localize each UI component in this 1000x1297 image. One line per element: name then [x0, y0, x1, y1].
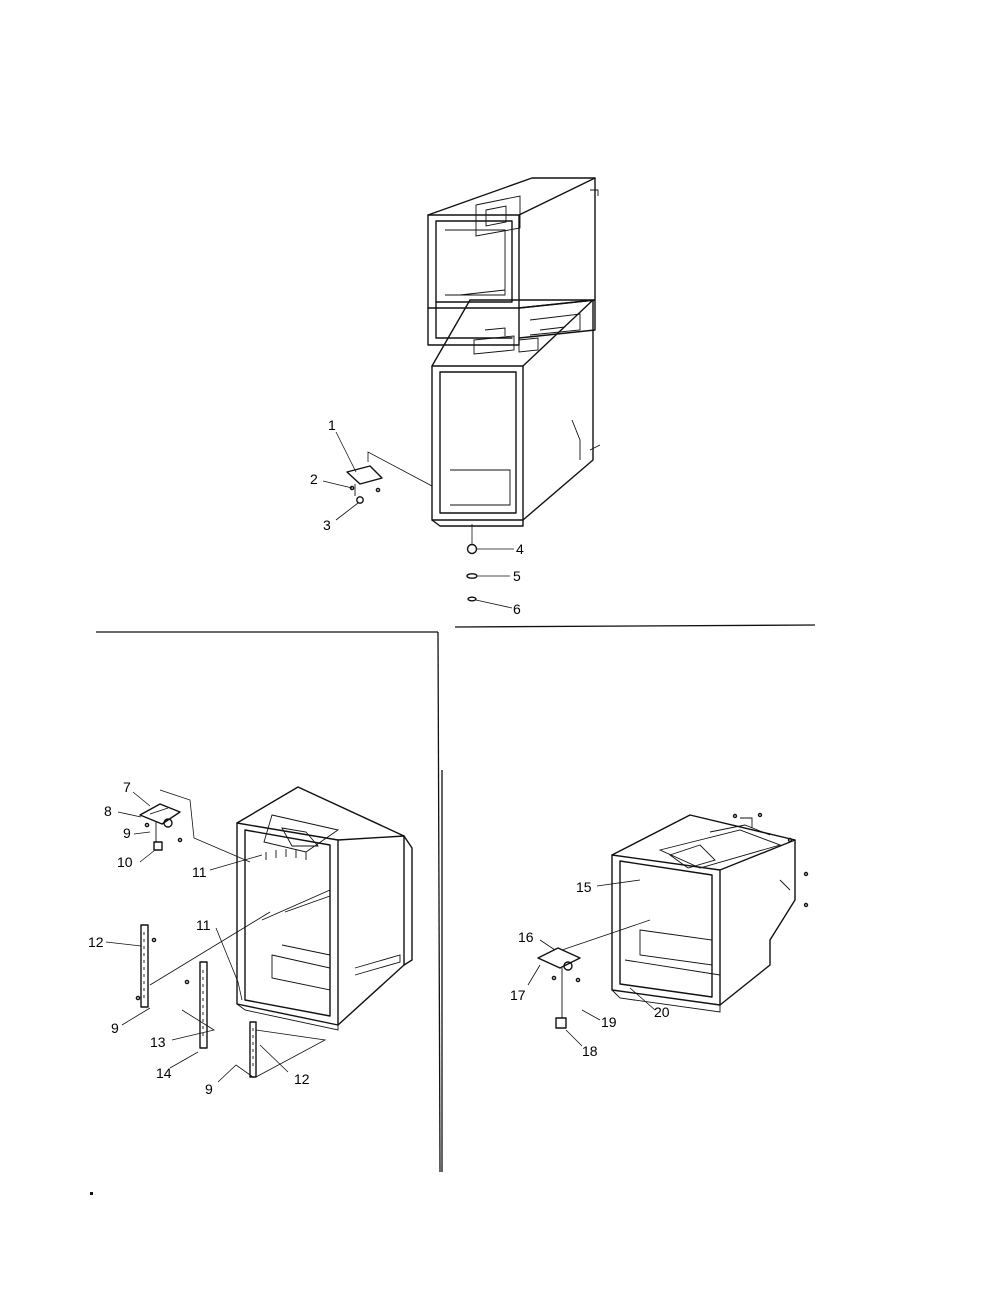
- callout-12a: 12: [88, 934, 104, 950]
- callout-16: 16: [518, 929, 534, 945]
- leader-11b: [215, 927, 243, 1001]
- leader-bracket7-to-liner: [159, 789, 251, 863]
- callout-18: 18: [582, 1043, 598, 1059]
- callout-20: 20: [654, 1004, 670, 1020]
- leader-9b: [121, 1007, 151, 1026]
- shelf-rail-left: [135, 924, 157, 1008]
- leader-18: [565, 1029, 583, 1047]
- leader-8: [117, 811, 142, 818]
- callout-5: 5: [513, 568, 521, 584]
- shelf-rail-right: [249, 1021, 257, 1078]
- panel-dividers: [90, 624, 816, 1195]
- upper-liner: [427, 177, 599, 346]
- leader-11a: [209, 854, 263, 871]
- leader-2: [322, 480, 353, 489]
- divider-top-right: [454, 624, 816, 628]
- shelf-rail-middle: [184, 961, 208, 1049]
- leader-20: [629, 987, 656, 1011]
- hinge-bracket-part7: [139, 803, 183, 851]
- leader-14: [169, 1051, 199, 1069]
- leader-16: [539, 939, 556, 951]
- lower-liner: [431, 299, 601, 527]
- callout-13: 13: [150, 1034, 166, 1050]
- leader-9a: [133, 831, 151, 835]
- callout-9b: 9: [111, 1020, 119, 1036]
- leader-15: [596, 879, 641, 887]
- leader-12b: [259, 1044, 289, 1073]
- leader-9c: [217, 1064, 254, 1083]
- callout-14: 14: [156, 1065, 172, 1081]
- leader-19: [581, 1009, 601, 1021]
- callout-10: 10: [117, 854, 133, 870]
- hinge-bracket-part1: [346, 465, 383, 504]
- callout-1: 1: [328, 417, 336, 433]
- right-liner: [611, 814, 796, 1013]
- callout-15: 15: [576, 879, 592, 895]
- leader-7: [132, 791, 151, 807]
- leader-bracket-to-liner: [367, 451, 433, 487]
- screw-stack-parts-4-6: [466, 524, 478, 602]
- callout-9c: 9: [205, 1081, 213, 1097]
- leader-10: [139, 849, 156, 863]
- divider-vertical-left: [437, 631, 441, 1173]
- callout-7: 7: [123, 779, 131, 795]
- callout-11a: 11: [192, 864, 207, 880]
- left-liner: [236, 786, 413, 1031]
- top-view-assembly: 1 2 3 4 5 6: [310, 177, 601, 617]
- leader-13: [171, 1009, 216, 1041]
- callout-4: 4: [516, 541, 524, 557]
- callout-6: 6: [513, 601, 521, 617]
- callout-11b: 11: [196, 917, 211, 933]
- callout-3: 3: [323, 517, 331, 533]
- leader-12a: [105, 941, 142, 947]
- leader-3: [335, 502, 359, 521]
- hinge-bracket-part16: [537, 947, 581, 1029]
- leader-17: [527, 964, 541, 986]
- leader-rail-to-liner: [149, 911, 271, 986]
- leader-bracket16-to-liner: [561, 919, 651, 951]
- callout-9a: 9: [123, 825, 131, 841]
- callout-8: 8: [104, 803, 112, 819]
- leader-rail-bottom: [255, 1029, 327, 1078]
- leader-6: [475, 599, 513, 609]
- side-screws: [732, 812, 809, 908]
- screw-row: [265, 849, 307, 860]
- callout-17: 17: [510, 987, 526, 1003]
- left-view-assembly: 7 8 9 10 11 11 12 9 13 14 9 12: [88, 779, 413, 1097]
- corner-mark: [90, 1192, 93, 1195]
- right-view-assembly: 15 16 17 19 20 18: [510, 812, 809, 1059]
- callout-2: 2: [310, 471, 318, 487]
- leader-1: [335, 431, 357, 473]
- callout-19: 19: [601, 1014, 617, 1030]
- callout-12b: 12: [294, 1071, 310, 1087]
